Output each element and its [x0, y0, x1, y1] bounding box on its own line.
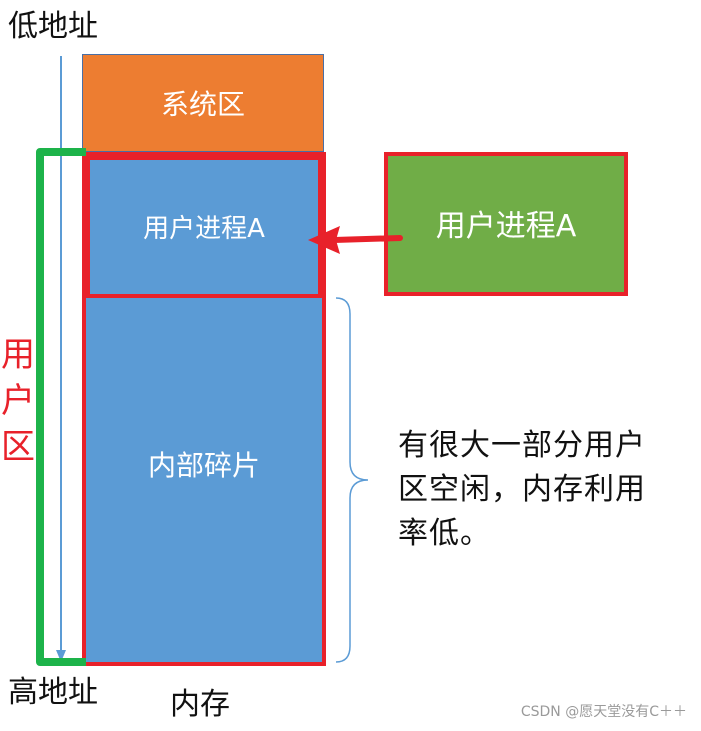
- process-a-in-memory-block: 用户进程A: [86, 156, 322, 298]
- high-address-label: 高地址: [8, 675, 98, 710]
- watermark: CSDN @愿天堂没有C＋＋: [520, 704, 687, 720]
- note-line: 区空闲，内存利用: [398, 472, 646, 507]
- low-address-label: 低地址: [8, 9, 98, 44]
- process-a-in-memory-label: 用户进程A: [143, 214, 265, 244]
- user-zone-label: 用 户 区: [0, 332, 36, 470]
- external-process-a-block: 用户进程A: [384, 152, 628, 296]
- user-zone-bracket: [36, 148, 86, 666]
- note-line: 有很大一部分用户: [398, 428, 646, 463]
- free-space-brace: [335, 297, 369, 663]
- system-area-label: 系统区: [160, 88, 245, 121]
- user-zone-char: 户: [1, 381, 35, 421]
- user-zone-char: 用: [1, 335, 35, 375]
- system-area-block: 系统区: [82, 54, 324, 152]
- internal-fragment-label: 内部碎片: [147, 449, 260, 482]
- load-arrow: [308, 226, 403, 254]
- memory-label: 内存: [170, 687, 230, 722]
- external-process-a-label: 用户进程A: [435, 209, 577, 244]
- note-line: 率低。: [398, 516, 491, 551]
- user-zone-char: 区: [1, 427, 35, 467]
- explanation-note: 有很大一部分用户 区空闲，内存利用 率低。: [398, 424, 688, 556]
